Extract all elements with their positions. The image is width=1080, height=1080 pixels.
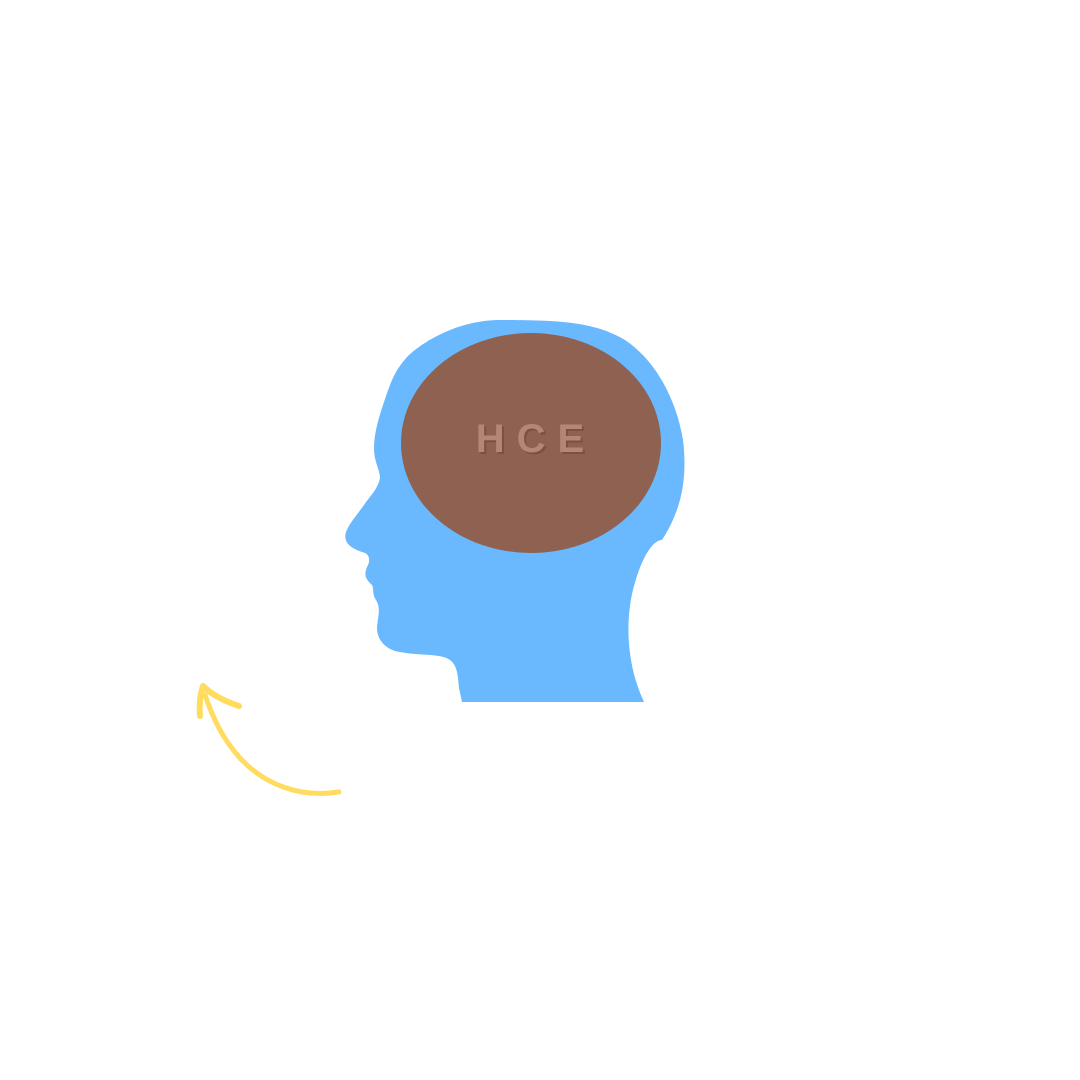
brain-label-shadow: HCE	[478, 419, 598, 463]
brain-label: HCE	[476, 417, 596, 461]
arrow-head	[196, 683, 242, 719]
curved-arrow-icon	[196, 683, 342, 796]
arrow-shaft	[202, 692, 342, 796]
brain-icon	[401, 333, 661, 553]
